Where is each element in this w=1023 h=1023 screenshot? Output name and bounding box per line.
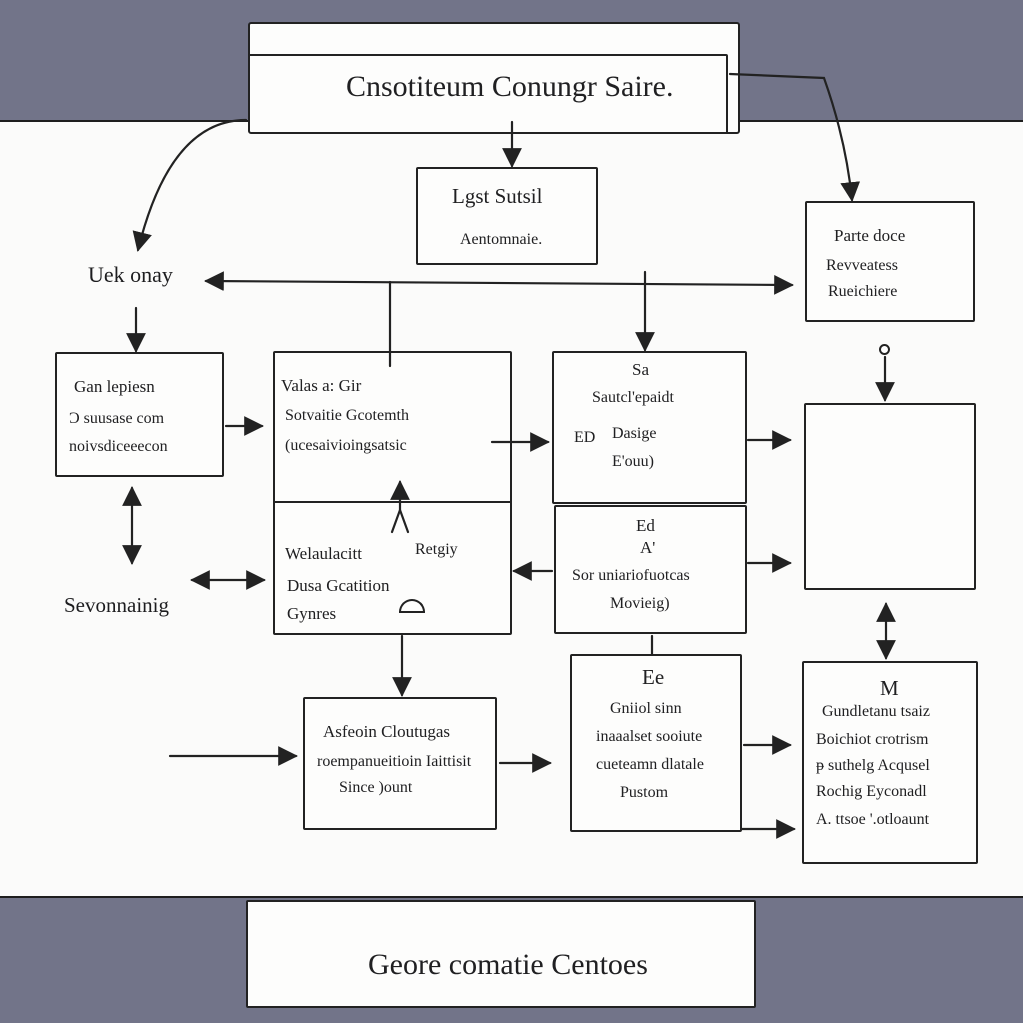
node-gan-line2: Ɔ suusase com (69, 410, 165, 427)
node-urcmudycls (804, 403, 976, 590)
header-title-box: Cnsotiteum Conungr Saire. (248, 22, 740, 134)
node-ee-line5: Pustom (620, 784, 669, 801)
node-m-line1: M (880, 676, 899, 700)
node-m-line4: ᵽ suthelg Acqusel (816, 757, 930, 774)
node-parte-line2: Revveatess (826, 257, 898, 274)
header-title: Cnsotiteum Conungr Saire. (346, 70, 674, 103)
node-m-line2: Gundletanu tsaiz (822, 703, 930, 720)
node-ed-line3: Sor uniariofuotcas (572, 567, 690, 584)
node-sa-line1: Sa (632, 360, 649, 379)
footer-title-box: Geore comatie Centoes (246, 900, 756, 1008)
node-asfeoin-line2: roempanueitioin Iaittisit (317, 753, 472, 770)
node-parte: Parte doce Revveatess Rueichiere (805, 201, 975, 322)
label-uek: Uek onay (88, 262, 173, 287)
arrow-uek-bus (204, 271, 794, 295)
node-parte-line1: Parte doce (834, 226, 906, 245)
node-m-line5: Rochig Eyconadl (816, 783, 927, 800)
node-m-line6: A. ttsoe '.otloaunt (816, 811, 930, 828)
node-welaulacitt-line1: Welaulacitt (285, 544, 362, 563)
node-lagst-sub: Aentomnaie. (460, 231, 543, 248)
node-ed-line1: Ed (636, 516, 655, 535)
node-m-line3: Boichiot crotrism (816, 731, 929, 748)
node-lagst-title: Lgst Sutsil (452, 184, 543, 208)
node-ee-line4: cueteamn dlatale (596, 756, 704, 773)
node-lagst: Lgst Sutsil Aentomnaie. (416, 167, 598, 265)
node-welaulacitt-line3: Dusa Gcatition (287, 576, 390, 595)
node-m: M Gundletanu tsaiz Boichiot crotrism ᵽ s… (802, 661, 978, 864)
node-welaulacitt-line2: Retgiy (415, 541, 458, 558)
node-asfeoin-line1: Asfeoin Cloutugas (323, 722, 451, 741)
label-sevonning: Sevonnainig (64, 593, 169, 617)
arrow-header-to-parte (728, 72, 861, 202)
node-sa-line5: E'ouu) (612, 453, 654, 470)
node-welaulacitt-line4: Gynres (287, 604, 337, 623)
node-ee-line3: inaaalset sooiute (596, 728, 703, 745)
node-asfeoin: Asfeoin Cloutugas roempanueitioin Iaitti… (303, 697, 497, 830)
node-parte-line3: Rueichiere (828, 283, 898, 300)
port-semicircle (399, 599, 425, 613)
node-ee: Ee Gniiol sinn inaaalset sooiute cueteam… (570, 654, 742, 832)
node-valas-line3: (ucesaivioingsatsic (285, 437, 407, 454)
node-welaulacitt: Welaulacitt Retgiy Dusa Gcatition Gynres (273, 501, 512, 635)
node-ed-line4: Movieig) (610, 595, 670, 612)
header-inner-frame (248, 54, 728, 134)
valas-inner-chevron (390, 506, 410, 534)
node-gan-line3: noivsdiceeecon (69, 438, 168, 455)
node-sa-line2: Sautcl'epaidt (592, 389, 674, 406)
node-gan: Gan lepiesn Ɔ suusase com noivsdiceeecon (55, 352, 224, 477)
footer-title: Geore comatie Centoes (368, 948, 648, 981)
node-ee-line1: Ee (642, 665, 665, 689)
node-ed-line2: A' (640, 538, 656, 557)
node-sa: Sa Sautcl'epaidt Dasige ED E'ouu) (552, 351, 747, 504)
node-asfeoin-line3: Since )ount (339, 779, 413, 796)
node-ed: Ed A' Sor uniariofuotcas Movieig) (554, 505, 747, 634)
node-sa-line3: Dasige (612, 425, 657, 442)
node-gan-line1: Gan lepiesn (74, 377, 155, 396)
arrow-header-to-uek (132, 118, 248, 252)
port-circle (879, 344, 890, 355)
node-valas-line1: Valas a: Gir (281, 376, 362, 395)
node-sa-line4: ED (574, 429, 596, 446)
node-valas-line2: Sotvaitie Gcotemth (285, 407, 409, 424)
node-ee-line2: Gniiol sinn (610, 700, 682, 717)
